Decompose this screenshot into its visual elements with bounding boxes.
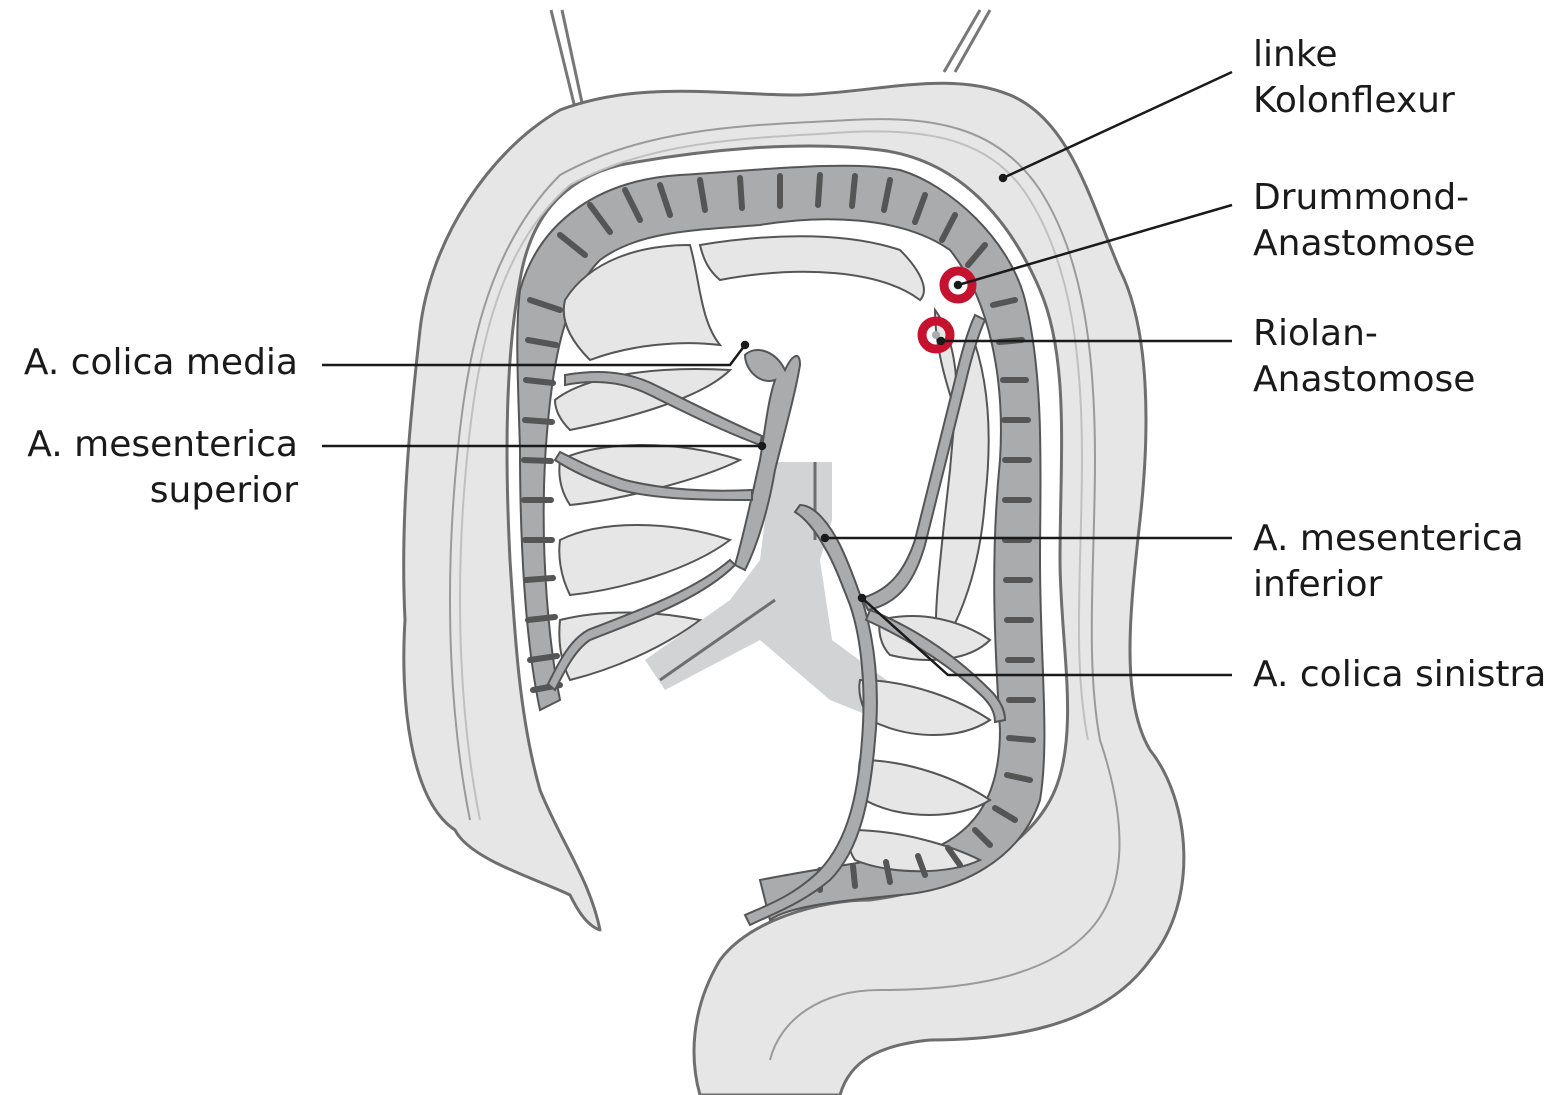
label-drummond-anastomose: Drummond- Anastomose xyxy=(1253,175,1475,267)
label-linke-kolonflexur: linke Kolonflexur xyxy=(1253,32,1455,124)
label-a-colica-media: A. colica media xyxy=(10,340,298,386)
label-a-mesenterica-inferior: A. mesenterica inferior xyxy=(1253,516,1524,608)
label-a-mesenterica-superior: A. mesenterica superior xyxy=(10,422,298,514)
label-riolan-anastomose: Riolan- Anastomose xyxy=(1253,311,1475,403)
label-a-colica-sinistra: A. colica sinistra xyxy=(1253,652,1546,698)
